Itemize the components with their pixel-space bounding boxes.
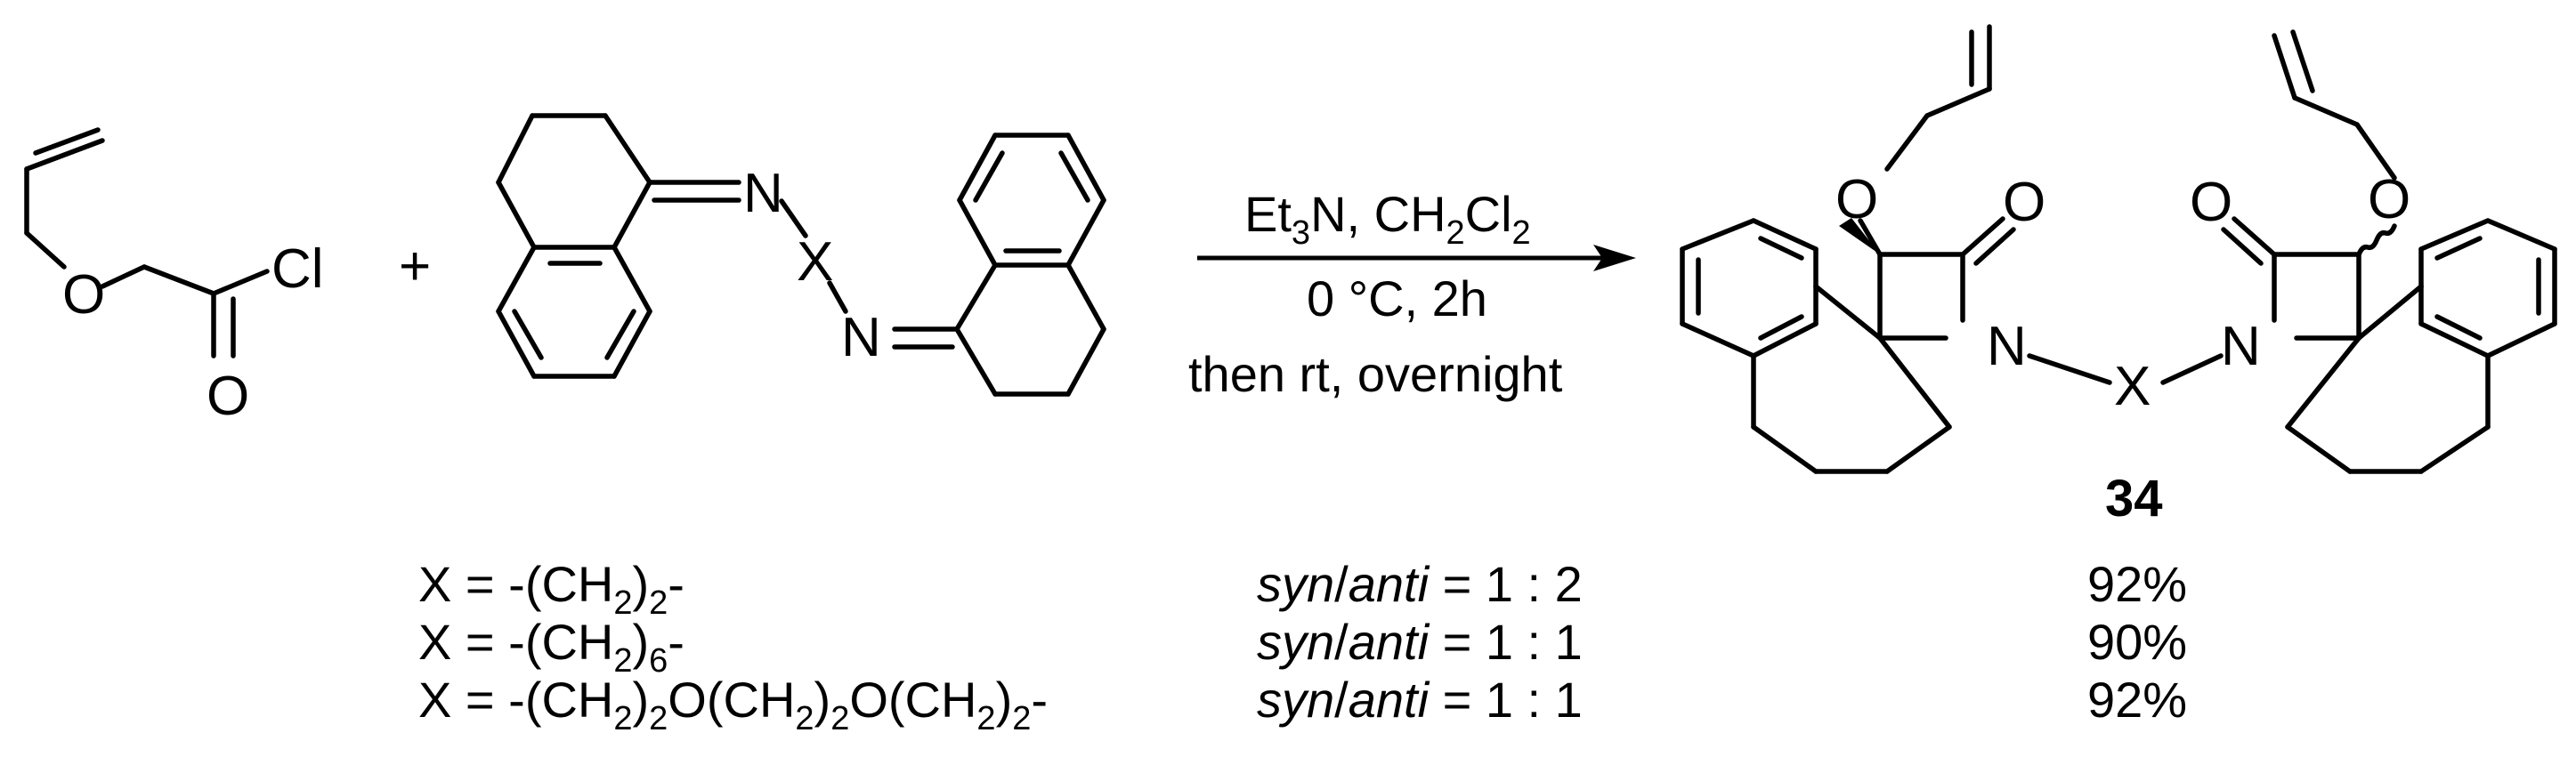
compound-number-label: 34 [2105,470,2163,527]
carbonyl-oxygen-label: O [207,366,249,427]
ether-oxygen-label: O [62,264,105,326]
conditions-line-1: Et3N, CH2Cl2 [1244,186,1531,252]
reagent-bis-imine: N X N [496,113,1106,397]
linker-x-label: X [797,231,833,293]
product-right-nitrogen: N [2221,316,2261,377]
row-2-ratio: syn/anti = 1 : 1 [1257,614,1583,670]
row-3-ratio: syn/anti = 1 : 1 [1257,672,1583,728]
conditions-line-2: 0 °C, 2h [1307,270,1487,326]
plus-sign: + [399,236,431,297]
imine-nitrogen-1-label: N [743,163,783,224]
conditions-line-3: then rt, overnight [1188,346,1563,402]
product-left-ether-oxygen: O [1835,169,1878,230]
row-2-yield: 90% [2087,614,2187,670]
chloride-label: Cl [271,238,324,300]
row-3-linker: X = -(CH2)2O(CH2)2O(CH2)2- [418,672,1048,737]
imine-nitrogen-2-label: N [841,307,881,368]
product-right-carbonyl-oxygen: O [2190,172,2232,233]
row-1-yield: 92% [2087,556,2187,612]
product-right-ether-oxygen: O [2368,169,2410,230]
product-bis-spiro-beta-lactam: O O N X N O O 34 [1680,24,2557,527]
row-1-ratio: syn/anti = 1 : 2 [1257,556,1583,612]
results-table: X = -(CH2)2- syn/anti = 1 : 2 92% X = -(… [418,556,2187,737]
product-left-carbonyl-oxygen: O [2003,172,2045,233]
row-2-linker: X = -(CH2)6- [418,614,685,680]
reagent-allyloxyacetyl-chloride: O O Cl [24,127,324,427]
row-1-linker: X = -(CH2)2- [418,556,685,622]
product-linker-x: X [2114,356,2151,417]
arrow-head [1593,245,1636,271]
reaction-arrow-group: Et3N, CH2Cl2 0 °C, 2h then rt, overnight [1188,186,1636,402]
product-left-nitrogen: N [1987,316,2027,377]
row-3-yield: 92% [2087,672,2187,728]
